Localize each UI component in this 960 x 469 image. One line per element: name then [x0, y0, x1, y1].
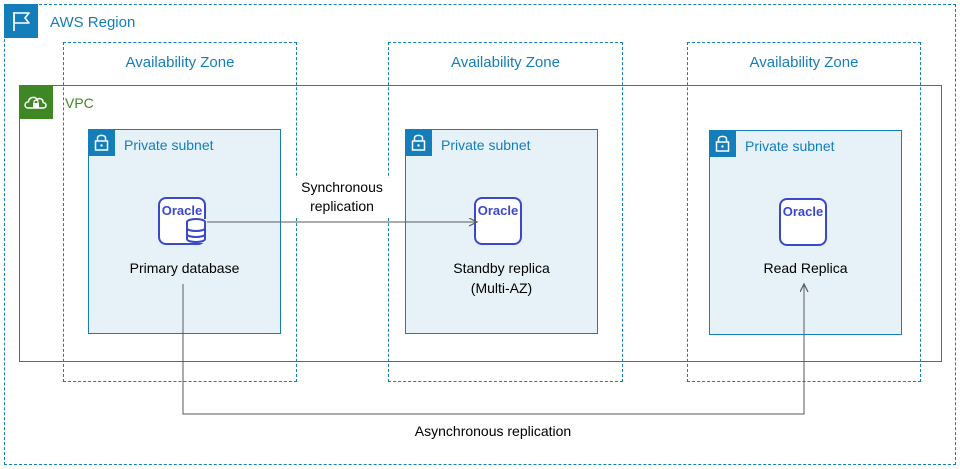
- lock-icon: [709, 130, 736, 157]
- vpc-label: VPC: [65, 95, 94, 111]
- oracle-logo-text: Oracle: [162, 203, 202, 218]
- aws-region-group: [4, 4, 956, 465]
- lock-icon: [88, 129, 115, 156]
- subnet-label: Private subnet: [745, 138, 835, 154]
- subnet-label: Private subnet: [441, 137, 531, 153]
- oracle-instance-icon: Oracle: [779, 198, 827, 246]
- subnet-label: Private subnet: [124, 137, 214, 153]
- standby-replica-label: Standby replica (Multi-AZ): [405, 258, 598, 298]
- lock-icon: [405, 129, 432, 156]
- az-label: Availability Zone: [125, 54, 235, 71]
- region-label: AWS Region: [50, 14, 136, 31]
- oracle-instance-icon: Oracle: [474, 197, 522, 245]
- oracle-logo-text: Oracle: [783, 204, 823, 219]
- sync-label-line2: replication: [310, 198, 374, 214]
- sync-label-line1: Synchronous: [301, 179, 383, 195]
- standby-replica-line2: (Multi-AZ): [470, 280, 533, 296]
- vpc-group: [19, 85, 942, 362]
- az-label: Availability Zone: [451, 54, 560, 71]
- standby-replica-line1: Standby replica: [453, 260, 550, 276]
- az-label: Availability Zone: [749, 54, 859, 71]
- read-replica-label: Read Replica: [763, 260, 848, 276]
- cloud-lock-icon: [19, 85, 53, 119]
- async-replication-label: Asynchronous replication: [414, 423, 572, 439]
- oracle-database-icon: Oracle: [158, 197, 206, 245]
- async-replication-arrow: [182, 284, 804, 415]
- flag-icon: [4, 4, 38, 38]
- primary-database-label: Primary database: [129, 260, 240, 276]
- sync-replication-label: Synchronous replication: [282, 178, 402, 216]
- oracle-logo-text: Oracle: [478, 203, 518, 218]
